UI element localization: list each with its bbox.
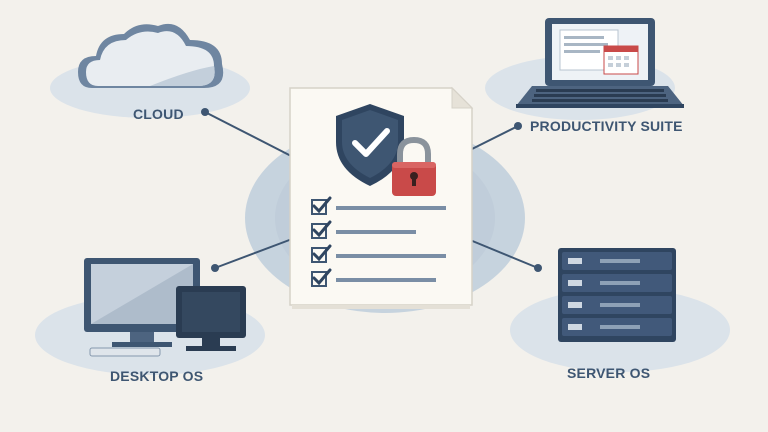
checklist-icon bbox=[311, 196, 446, 287]
checklist-item bbox=[311, 220, 416, 239]
cloud-icon bbox=[78, 23, 224, 88]
connector-server bbox=[469, 239, 539, 269]
server-icon bbox=[558, 248, 676, 342]
connector-dot-cloud bbox=[201, 108, 209, 116]
connector-desktop bbox=[214, 235, 301, 269]
desktop-os-label: DESKTOP OS bbox=[110, 368, 204, 384]
server-os-label: SERVER OS bbox=[567, 365, 651, 381]
padlock-icon bbox=[392, 136, 436, 196]
checklist-item bbox=[311, 244, 446, 263]
connector-dots bbox=[201, 108, 542, 272]
connector-dot-desktop bbox=[211, 264, 219, 272]
laptop-icon bbox=[516, 18, 684, 108]
connector-cloud bbox=[204, 111, 296, 159]
shield-check-icon bbox=[336, 104, 404, 186]
connector-productivity bbox=[469, 125, 519, 151]
checklist-item bbox=[311, 196, 446, 215]
checklist-item bbox=[311, 268, 436, 287]
cloud-label: CLOUD bbox=[133, 106, 184, 122]
connector-lines bbox=[204, 111, 539, 269]
connector-dot-productivity bbox=[514, 122, 522, 130]
productivity-suite-label: PRODUCTIVITY SUITE bbox=[530, 118, 683, 134]
desktop-icon bbox=[84, 258, 246, 357]
connector-dot-server bbox=[534, 264, 542, 272]
